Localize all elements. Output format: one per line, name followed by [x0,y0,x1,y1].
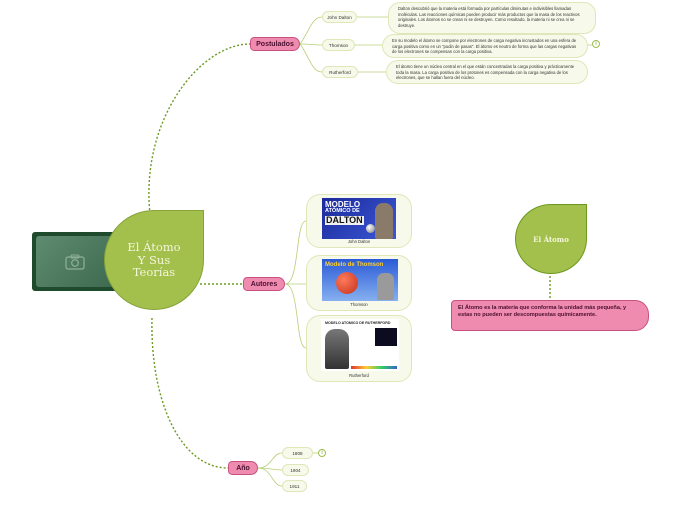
note-dalton[interactable]: Dalton descubrió que la materia está for… [388,2,596,34]
thomson-banner: Modelo de Thomson [325,262,384,268]
year-1904[interactable]: 1904 [282,464,309,476]
subtopic-rutherford[interactable]: Rutherford [322,66,358,78]
author-card-thomson[interactable]: Modelo de Thomson Thomson [306,255,412,311]
branch-postulados[interactable]: Postulados [250,37,300,51]
side-topic[interactable]: El Átomo [515,204,587,274]
rutherford-image: MODELO ATOMICO DE RUTHERFORD [321,319,399,371]
author-card-dalton[interactable]: MODELO ATÓMICO DE DALTON John Dalton [306,194,412,248]
info-icon[interactable]: i [592,40,600,48]
subtopic-john-dalton[interactable]: John Dalton [322,11,357,23]
rutherford-atom-diagram [375,328,397,346]
subtopic-label: Thomson [328,42,349,48]
year-label: 1808 [292,450,303,456]
branch-autores[interactable]: Autores [243,277,285,291]
central-topic[interactable]: El Átomo Y Sus Teorías [104,210,204,310]
subtopic-label: Rutherford [329,69,351,75]
central-title: El Átomo Y Sus Teorías [127,240,181,280]
note-text: El átomo tiene un núcleo central en el q… [396,64,575,81]
image-placeholder-icon [65,254,85,270]
dalton-banner-line: MODELO [325,200,361,209]
note-text: En su modelo el átomo se compone por ele… [392,38,577,55]
note-rutherford[interactable]: El átomo tiene un núcleo central en el q… [386,60,588,84]
thomson-image: Modelo de Thomson [322,259,398,301]
branch-autores-label: Autores [250,280,278,288]
year-label: 1904 [290,467,301,473]
rutherford-color-strip [351,366,397,369]
dalton-banner-line: DALTON [325,214,364,225]
dalton-banner-line: ATÓMICO DE [325,208,360,214]
subtopic-thomson[interactable]: Thomson [322,39,355,51]
year-1808[interactable]: 1808 [282,447,313,459]
author-caption: Rutherford [349,373,369,378]
atom-sphere [366,224,375,233]
plum-pudding-sphere [336,272,358,294]
definition-box[interactable]: El Átomo es la materia que conforma la u… [451,300,649,331]
year-label: 1911 [289,483,300,489]
info-icon[interactable]: i [318,449,326,457]
author-caption: Thomson [350,302,368,307]
rutherford-portrait [325,329,349,369]
year-1911[interactable]: 1911 [282,480,307,492]
central-image-frame[interactable] [32,232,118,291]
rutherford-banner: MODELO ATOMICO DE RUTHERFORD [325,321,391,325]
dalton-portrait [375,203,393,239]
note-thomson[interactable]: En su modelo el átomo se compone por ele… [382,34,588,58]
note-text: Dalton descubrió que la materia está for… [398,6,580,29]
author-caption: John Dalton [347,239,371,244]
side-topic-title: El Átomo [533,234,569,244]
thomson-portrait [377,273,394,300]
branch-ano[interactable]: Año [228,461,258,475]
branch-postulados-label: Postulados [256,40,294,48]
central-image [36,236,114,287]
dalton-image: MODELO ATÓMICO DE DALTON [322,198,396,239]
subtopic-label: John Dalton [327,14,352,20]
definition-text: El Átomo es la materia que conforma la u… [458,305,627,319]
branch-ano-label: Año [236,464,250,472]
author-card-rutherford[interactable]: MODELO ATOMICO DE RUTHERFORD Rutherford [306,315,412,382]
